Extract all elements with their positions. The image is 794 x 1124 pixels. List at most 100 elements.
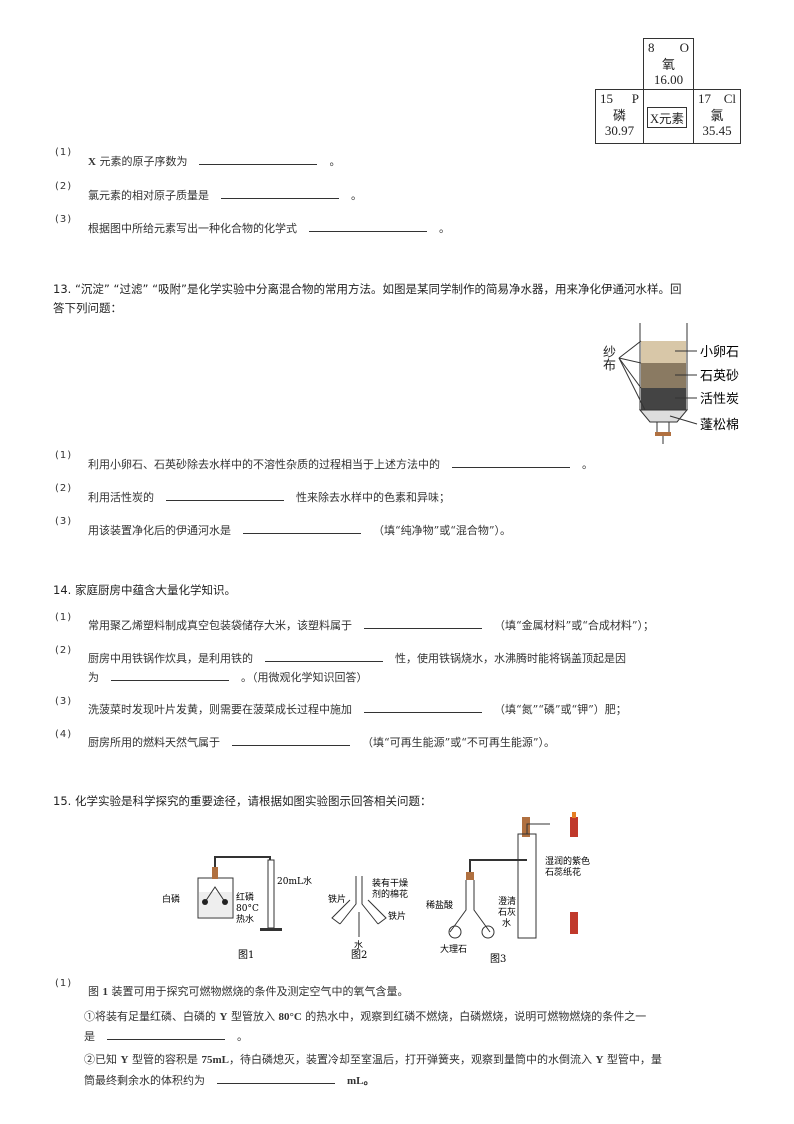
iron-sheet-label-2: 铁片 — [388, 910, 406, 922]
figure-2: 铁片 装有干燥 剂的棉花 铁片 水 图2 — [328, 876, 408, 961]
question-text: 装置可用于探究可燃物燃烧的条件及测定空气中的氧气含量。 — [108, 985, 409, 998]
q15-part1-sub1: ①将装有足量红磷、白磷的 Y 型管放入 80°C 的热水中，观察到红磷不燃烧，白… — [84, 1008, 646, 1024]
question-text: 利用小卵石、石英砂除去水样中的不溶性杂质的过程相当于上述方法中的 — [88, 458, 440, 471]
y-tube: Y — [595, 1054, 604, 1066]
answer-blank[interactable] — [199, 152, 318, 165]
part-number: (4) — [55, 729, 73, 740]
atomic-mass: 35.45 — [702, 123, 732, 138]
punct: 。 — [329, 155, 341, 168]
atomic-mass: 30.97 — [604, 123, 635, 138]
element-cell-x: X元素 — [643, 89, 694, 144]
question-text: 厨房所用的燃料天然气属于 — [88, 736, 220, 749]
x-symbol: X — [88, 156, 96, 168]
limewater-label: 澄清 — [498, 895, 516, 907]
element-cell-chlorine: 17 Cl 氯 35.45 — [693, 89, 741, 144]
water-label: 水 — [354, 939, 363, 951]
answer-blank[interactable] — [166, 488, 284, 501]
q12-part3: 根据图中所给元素写出一种化合物的化学式 。 — [88, 219, 450, 236]
question-text: 是 — [84, 1030, 95, 1043]
part-number: (3) — [55, 214, 73, 225]
desiccant-label-cont: 剂的棉花 — [372, 888, 408, 900]
pebble-layer — [641, 341, 686, 363]
part-number: (3) — [55, 696, 73, 707]
answer-blank[interactable] — [265, 649, 383, 662]
q15-part1-sub2: ②已知 Y 型管的容积是 75mL，待白磷熄灭，装置冷却至室温后，打开弹簧夹，观… — [84, 1051, 662, 1067]
q14-part2-cont: 为。（用微观化学知识回答） — [88, 668, 368, 685]
iron-sheet-label: 铁片 — [328, 893, 346, 905]
q14-part3: 洗菠菜时发现叶片发黄，则需要在菠菜成长过程中施加（填“氮”“磷”或“钾”）肥； — [88, 700, 627, 717]
answer-blank[interactable] — [232, 733, 350, 746]
answer-blank[interactable] — [217, 1071, 335, 1084]
question-text: ①将装有足量红磷、白磷的 — [84, 1010, 220, 1023]
part-number: (2) — [55, 645, 73, 656]
cotton-label: 蓬松棉 — [700, 418, 739, 433]
question-text: 利用活性炭的 — [88, 491, 154, 504]
q12-part1: X 元素的原子序数为。 — [88, 152, 340, 169]
question-text: 图 — [88, 985, 103, 998]
answer-blank[interactable] — [364, 616, 482, 629]
answer-blank[interactable] — [221, 186, 339, 199]
punct: 。 — [237, 1030, 248, 1043]
experiment-figures: 白磷 红磷 80°C 热水 20mL水 图1 铁片 装有干燥 剂的棉花 铁片 水… — [162, 812, 590, 965]
question-text: 筒最终剩余水的体积约为 — [84, 1074, 205, 1087]
question-text: 型管放入 — [227, 1010, 279, 1023]
quartz-sand-label: 石英砂 — [700, 369, 739, 384]
gauze-label: 纱布 — [600, 345, 615, 371]
question-text: 常用聚乙烯塑料制成真空包装袋储存大米，该塑料属于 — [88, 619, 352, 632]
answer-blank[interactable] — [243, 521, 361, 534]
figure-3: 湿润的紫色 石蕊纸花 澄清 石灰 水 稀盐酸 大理石 图3 — [426, 812, 590, 965]
part-number: (2) — [55, 181, 73, 192]
answer-blank[interactable] — [111, 668, 229, 681]
element-symbol: Cl — [723, 91, 736, 106]
answer-blank[interactable] — [364, 700, 482, 713]
q12-part2: 氯元素的相对原子质量是。 — [88, 186, 362, 203]
activated-carbon-layer — [641, 388, 686, 410]
question-text: 用该装置净化后的伊通河水是 — [88, 524, 231, 537]
water-volume-label: 20mL水 — [277, 875, 312, 887]
part-number: (1) — [55, 978, 73, 989]
element-cell-phosphorus: 15 P 磷 30.97 — [595, 89, 644, 144]
question-text: 。（用微观化学知识回答） — [241, 671, 368, 684]
question-text: （填“可再生能源”或“不可再生能源”）。 — [362, 736, 555, 749]
question-text: 性，使用铁锅烧水，水沸腾时能将锅盖顶起是因 — [395, 652, 626, 665]
q13-part1: 利用小卵石、石英砂除去水样中的不溶性杂质的过程相当于上述方法中的。 — [88, 455, 593, 472]
atomic-number: 17 — [698, 91, 711, 106]
question-text: 的热水中，观察到红磷不燃烧，白磷燃烧，说明可燃物燃烧的条件之一 — [301, 1010, 647, 1023]
figure-number: 1 — [102, 986, 109, 998]
part-number: (1) — [55, 147, 73, 158]
element-name: 磷 — [612, 108, 626, 123]
part-number: (1) — [55, 450, 73, 461]
unit: mL。 — [347, 1075, 375, 1087]
question-text: 根据图中所给元素写出一种化合物的化学式 — [88, 222, 297, 235]
question-text: （填“纯净物”或“混合物”）。 — [373, 524, 511, 537]
question-text: 型管的容积是 — [128, 1053, 202, 1066]
figure-1-caption: 图1 — [238, 949, 254, 961]
question-text: ②已知 — [84, 1053, 121, 1066]
element-symbol: O — [679, 40, 689, 55]
q13-part2: 利用活性炭的性来除去水样中的色素和异味； — [88, 488, 450, 505]
red-phosphorus-label: 红磷 — [236, 891, 254, 903]
punct: 。 — [351, 189, 362, 202]
answer-blank[interactable] — [309, 219, 427, 232]
answer-blank[interactable] — [107, 1027, 225, 1040]
element-cell-oxygen: 8 O 氧 16.00 — [643, 38, 694, 90]
q15-title: 15. 化学实验是科学探究的重要途径，请根据如图实验图示回答相关问题： — [53, 794, 432, 808]
hydrochloric-acid-label: 稀盐酸 — [426, 899, 453, 911]
element-name: 氯 — [710, 108, 724, 123]
atomic-mass: 16.00 — [653, 72, 684, 87]
question-text: 型管中，量 — [603, 1053, 662, 1066]
volume: 75mL — [201, 1054, 229, 1066]
marble-label: 大理石 — [440, 943, 467, 955]
element-symbol: P — [631, 91, 639, 106]
figure-1: 白磷 红磷 80°C 热水 20mL水 图1 — [162, 856, 312, 961]
q13-part3: 用该装置净化后的伊通河水是 （填“纯净物”或“混合物”）。 — [88, 521, 511, 538]
water-purifier-figure: 小卵石 石英砂 活性炭 蓬松棉 — [618, 323, 739, 444]
pebble-label: 小卵石 — [700, 345, 739, 360]
element-name: 氧 — [661, 57, 675, 72]
figure-3-caption: 图3 — [490, 953, 506, 965]
temperature: 80°C — [278, 1011, 302, 1023]
part-number: (2) — [55, 483, 73, 494]
activated-carbon-label: 活性炭 — [700, 392, 739, 407]
punct: 。 — [439, 222, 450, 235]
answer-blank[interactable] — [452, 455, 570, 468]
